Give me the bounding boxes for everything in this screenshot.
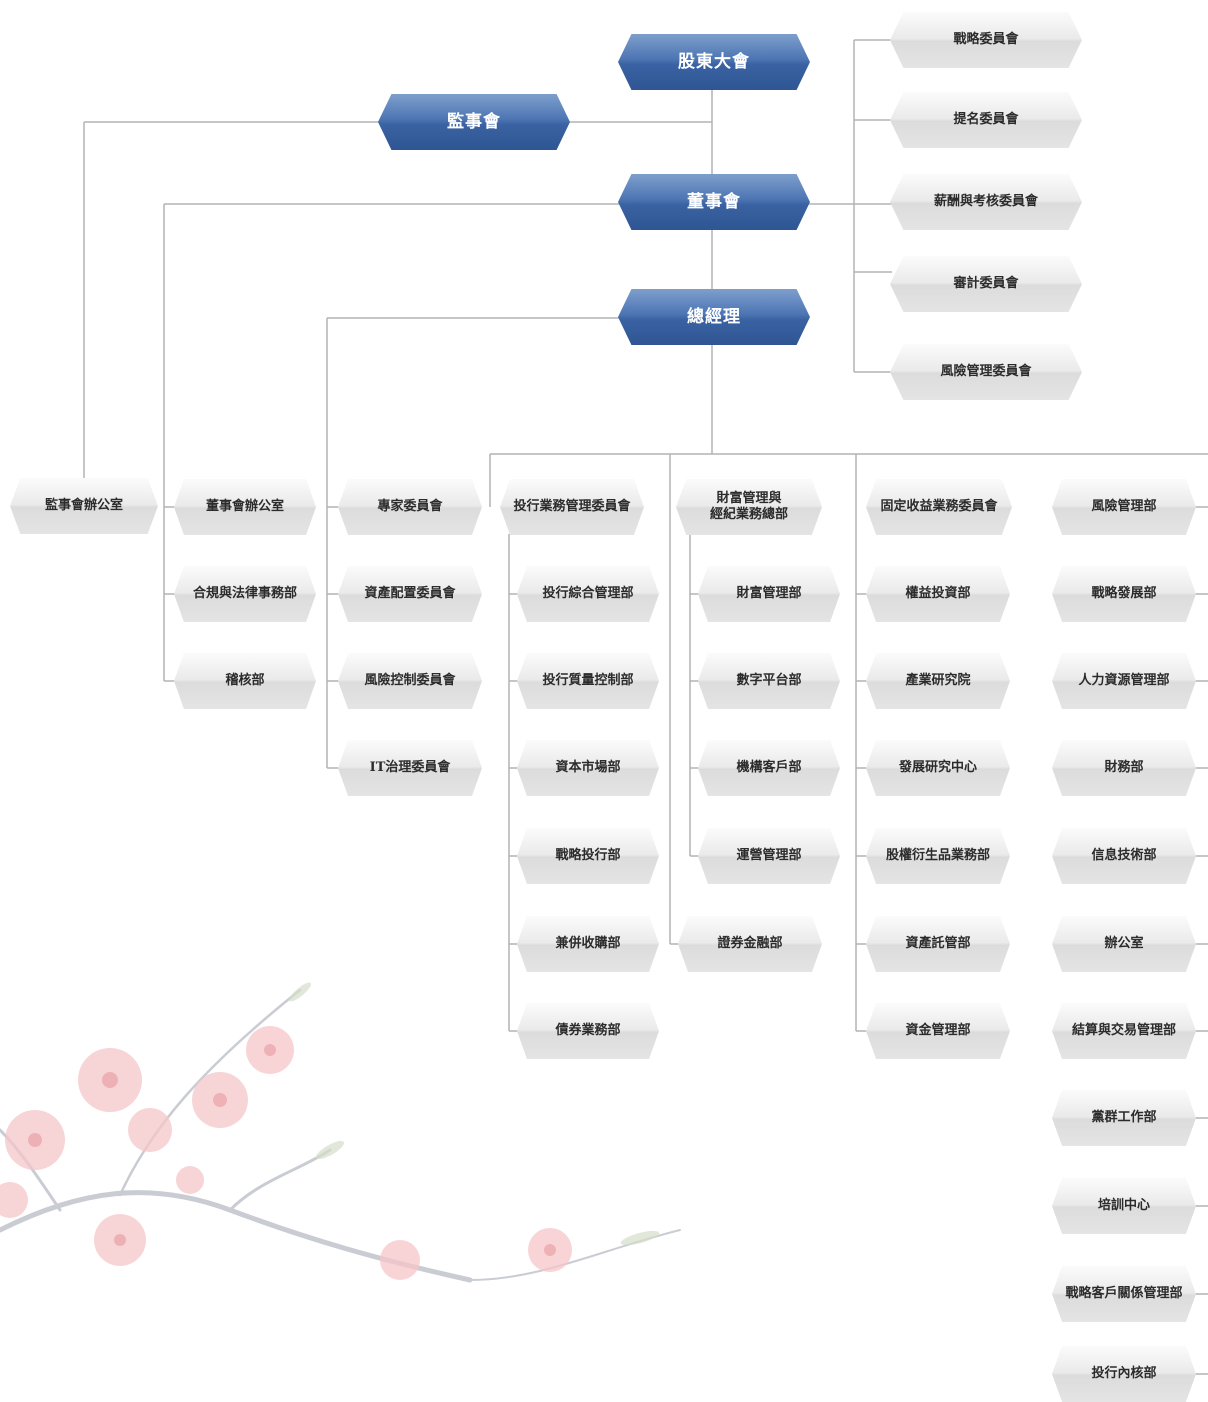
committee-node: 風險管理委員會 — [890, 344, 1082, 400]
ib-department-node: 戰略投行部 — [517, 828, 659, 884]
support-department-node: 人力資源管理部 — [1052, 653, 1196, 709]
support-department-node: 投行內核部 — [1052, 1346, 1196, 1402]
general-manager-node: 總經理 — [618, 289, 810, 345]
ib-department-node: 投行質量控制部 — [517, 653, 659, 709]
fixed-income-head-node: 固定收益業務委員會 — [866, 479, 1012, 535]
support-department-node: 信息技術部 — [1052, 828, 1196, 884]
gm-committee-node: 專家委員會 — [338, 479, 482, 535]
wealth-management-head-node: 財富管理與 經紀業務總部 — [676, 479, 822, 535]
ib-department-node: 資本市場部 — [517, 740, 659, 796]
support-department-node: 黨群工作部 — [1052, 1090, 1196, 1146]
support-department-node: 財務部 — [1052, 740, 1196, 796]
support-department-node: 風險管理部 — [1052, 479, 1196, 535]
gm-committee-node: 資產配置委員會 — [338, 566, 482, 622]
supervisors-office-node: 監事會辦公室 — [10, 478, 158, 534]
board-department-node: 董事會辦公室 — [174, 479, 316, 535]
gm-committee-node: IT治理委員會 — [338, 740, 482, 796]
ib-committee-head-node: 投行業務管理委員會 — [500, 479, 644, 535]
fixed-income-department-node: 股權衍生品業務部 — [866, 828, 1010, 884]
board-department-node: 稽核部 — [174, 653, 316, 709]
blossom-branch-decoration — [0, 982, 681, 1283]
shareholders-meeting-node: 股東大會 — [618, 34, 810, 90]
securities-finance-node: 證券金融部 — [678, 916, 822, 972]
fixed-income-department-node: 權益投資部 — [866, 566, 1010, 622]
wealth-department-node: 運營管理部 — [698, 828, 840, 884]
gm-committee-node: 風險控制委員會 — [338, 653, 482, 709]
fixed-income-department-node: 資產託管部 — [866, 916, 1010, 972]
fixed-income-department-node: 產業研究院 — [866, 653, 1010, 709]
fixed-income-department-node: 發展研究中心 — [866, 740, 1010, 796]
committee-node: 戰略委員會 — [890, 12, 1082, 68]
support-department-node: 結算與交易管理部 — [1052, 1003, 1196, 1059]
committee-node: 薪酬與考核委員會 — [890, 174, 1082, 230]
supervisory-board-node: 監事會 — [378, 94, 570, 150]
support-department-node: 辦公室 — [1052, 916, 1196, 972]
support-department-node: 戰略發展部 — [1052, 566, 1196, 622]
board-of-directors-node: 董事會 — [618, 174, 810, 230]
support-department-node: 培訓中心 — [1052, 1178, 1196, 1234]
ib-department-node: 兼併收購部 — [517, 916, 659, 972]
board-department-node: 合規與法律事務部 — [174, 566, 316, 622]
wealth-department-node: 機構客戶部 — [698, 740, 840, 796]
fixed-income-department-node: 資金管理部 — [866, 1003, 1010, 1059]
wealth-department-node: 數字平台部 — [698, 653, 840, 709]
committee-node: 提名委員會 — [890, 92, 1082, 148]
support-department-node: 戰略客戶關係管理部 — [1052, 1266, 1196, 1322]
ib-department-node: 債券業務部 — [517, 1003, 659, 1059]
wealth-department-node: 財富管理部 — [698, 566, 840, 622]
ib-department-node: 投行綜合管理部 — [517, 566, 659, 622]
committee-node: 審計委員會 — [890, 256, 1082, 312]
